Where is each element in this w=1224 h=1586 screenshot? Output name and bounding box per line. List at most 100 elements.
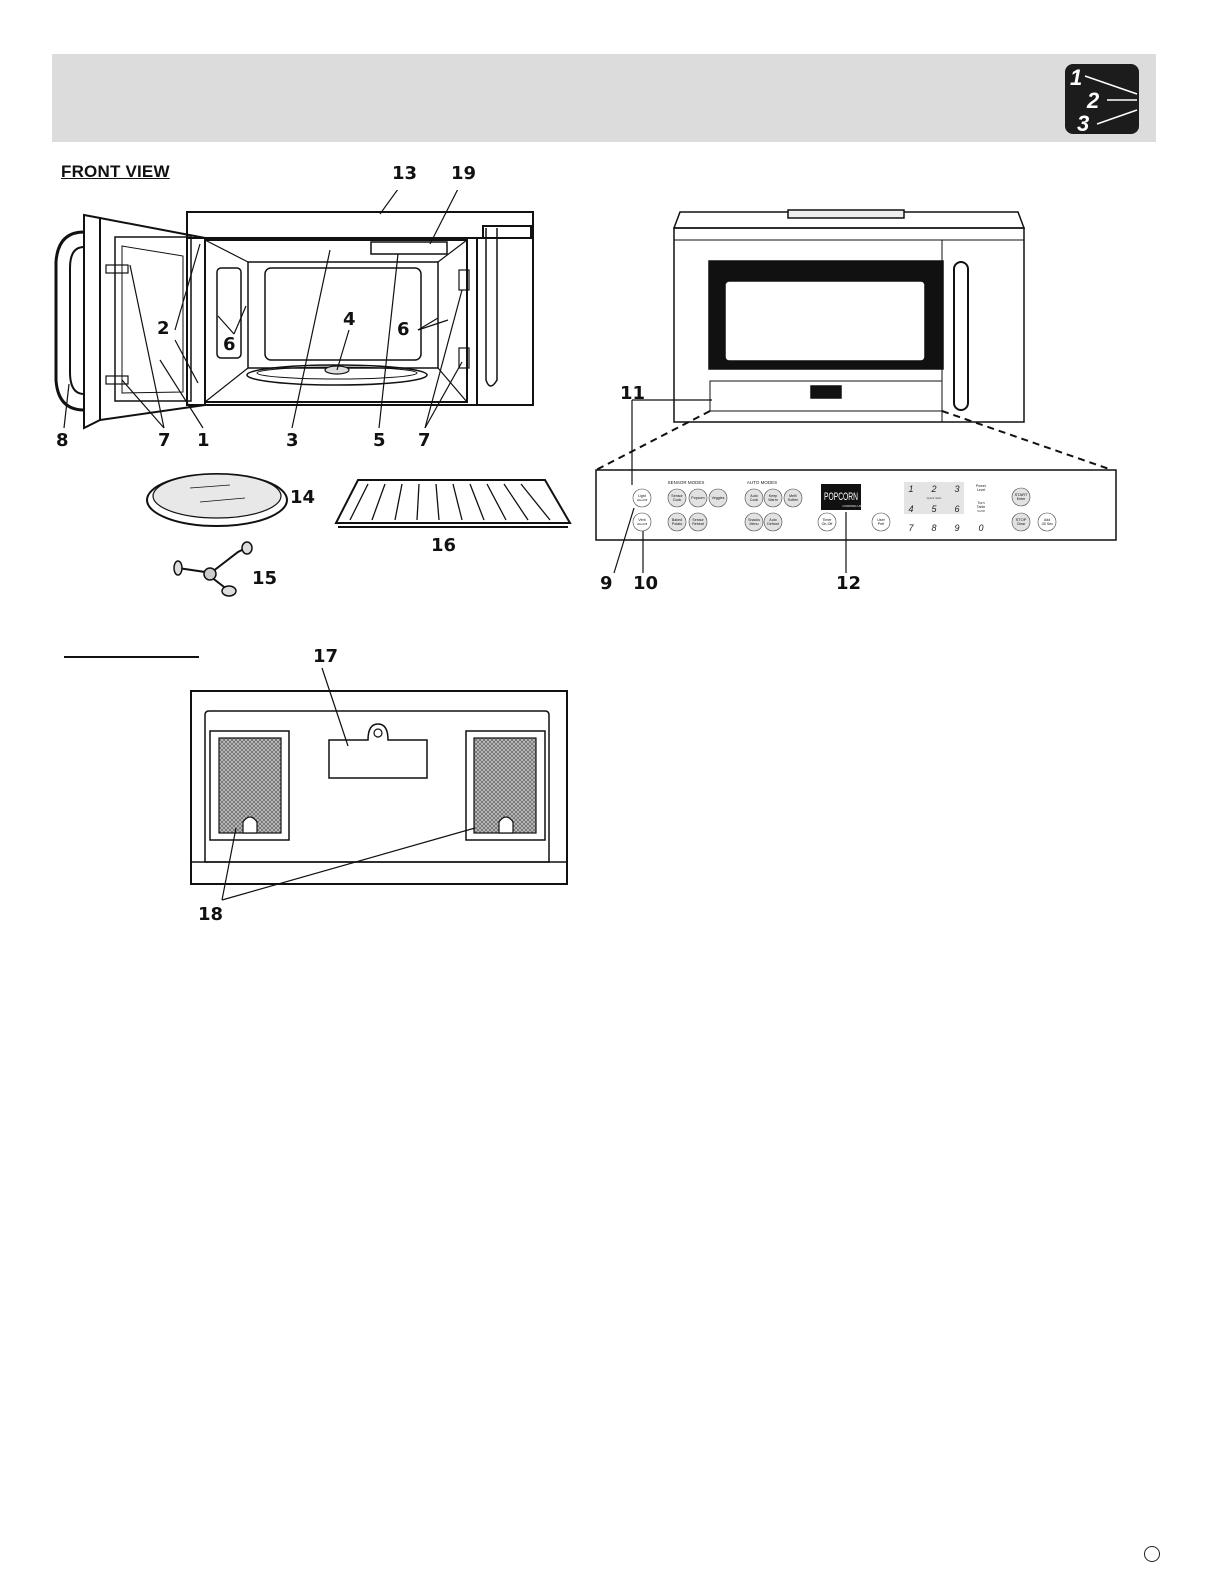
- snacks-menu-button[interactable]: [744, 512, 764, 532]
- svg-text::30 Sec: :30 Sec: [1041, 522, 1053, 526]
- svg-text:3: 3: [954, 484, 959, 494]
- svg-text:Potato: Potato: [672, 522, 682, 526]
- stop-button[interactable]: [1011, 512, 1031, 532]
- svg-text:2: 2: [930, 484, 936, 494]
- svg-text:Auto: Auto: [769, 518, 776, 522]
- svg-text:Soften: Soften: [788, 498, 798, 502]
- timer-button[interactable]: [817, 512, 837, 532]
- svg-text:Menu: Menu: [750, 522, 759, 526]
- svg-text:9: 9: [954, 523, 959, 533]
- page-marker-circle: [1144, 1546, 1160, 1562]
- callout-16: 16: [431, 535, 457, 556]
- callout-5: 5: [373, 430, 386, 451]
- auto-modes-label: AUTO MODES: [747, 480, 777, 485]
- svg-text:7: 7: [908, 523, 914, 533]
- melt-soften-button[interactable]: [783, 488, 803, 508]
- callout-1: 1: [197, 430, 210, 451]
- vent-button[interactable]: [632, 512, 652, 532]
- svg-text:User: User: [877, 518, 885, 522]
- start-button[interactable]: [1011, 487, 1031, 507]
- svg-text:Hi/Lo/Off: Hi/Lo/Off: [637, 498, 647, 502]
- svg-text:On/Off: On/Off: [977, 509, 985, 513]
- add30-button[interactable]: [1037, 512, 1057, 532]
- steps-123-icon: 1 2 3: [1065, 64, 1139, 134]
- callout-18: 18: [198, 904, 224, 925]
- accessories-drawing: [146, 473, 572, 597]
- svg-text:Auto: Auto: [750, 494, 757, 498]
- svg-text:Snacks: Snacks: [748, 518, 760, 522]
- header-banner: [52, 54, 1156, 142]
- svg-text:Pref: Pref: [878, 522, 885, 526]
- quick-start-note: Quick Start: [927, 496, 942, 500]
- svg-text:Clear: Clear: [1017, 522, 1026, 526]
- svg-text:Veggies: Veggies: [712, 496, 725, 500]
- microwave-open-drawing: [54, 190, 534, 430]
- callout-7b: 7: [418, 430, 431, 451]
- svg-text:STOP: STOP: [1016, 517, 1027, 522]
- bottom-view-title-underline: [64, 656, 199, 658]
- callout-10: 10: [633, 573, 659, 594]
- svg-text:Defrost: Defrost: [767, 522, 779, 526]
- svg-text:Hi/Lo/Off: Hi/Lo/Off: [637, 522, 647, 526]
- svg-text:Enter: Enter: [1017, 497, 1026, 501]
- step-digit-3: 3: [1077, 111, 1089, 134]
- keypad[interactable]: 1 2 3 4 5 6 7 8 9 0: [908, 484, 983, 533]
- svg-text:Popcorn: Popcorn: [691, 496, 704, 500]
- svg-text:Reheat: Reheat: [692, 522, 704, 526]
- microwave-closed-drawing: [595, 209, 1117, 574]
- auto-defrost-button[interactable]: [763, 512, 783, 532]
- step-digit-1: 1: [1070, 65, 1082, 90]
- bottom-view-drawing: [190, 667, 568, 901]
- callout-13: 13: [392, 163, 418, 184]
- svg-text:Table: Table: [977, 505, 986, 509]
- svg-text:START: START: [1015, 492, 1028, 497]
- callout-19: 19: [451, 163, 477, 184]
- callout-8: 8: [56, 430, 69, 451]
- turntable-label: Turn: [977, 501, 984, 505]
- display-subtext: COOKING UP: [842, 504, 861, 508]
- callout-4: 4: [343, 309, 356, 330]
- front-view-title: FRONT VIEW: [61, 162, 170, 181]
- display-text: POPCORN: [824, 491, 858, 503]
- svg-text:Vent: Vent: [638, 518, 645, 522]
- svg-text:1: 1: [908, 484, 913, 494]
- keep-warm-button[interactable]: [763, 488, 783, 508]
- callout-7a: 7: [158, 430, 171, 451]
- svg-text:Warm: Warm: [768, 498, 777, 502]
- callout-6a: 6: [223, 334, 236, 355]
- svg-text:6: 6: [954, 504, 959, 514]
- callout-12: 12: [836, 573, 862, 594]
- callout-15: 15: [252, 568, 278, 589]
- keypad-area: [904, 482, 964, 514]
- svg-text:Light: Light: [638, 494, 646, 498]
- callout-14: 14: [290, 487, 316, 508]
- callout-9: 9: [600, 573, 613, 594]
- svg-text:Baked: Baked: [672, 518, 682, 522]
- svg-text:4: 4: [908, 504, 913, 514]
- callout-2: 2: [157, 318, 170, 339]
- callout-17: 17: [313, 646, 339, 667]
- popcorn-button[interactable]: [688, 488, 708, 508]
- light-button[interactable]: [632, 488, 652, 508]
- svg-text:Cook: Cook: [750, 498, 759, 502]
- svg-text:5: 5: [931, 504, 937, 514]
- svg-text:Keep: Keep: [769, 494, 777, 498]
- user-pref-button[interactable]: [871, 512, 891, 532]
- svg-text:Sensor: Sensor: [692, 518, 704, 522]
- svg-text:Melt/: Melt/: [789, 494, 797, 498]
- sensor-cook-button[interactable]: [667, 488, 687, 508]
- veggies-button[interactable]: [708, 488, 728, 508]
- baked-potato-button[interactable]: [667, 512, 687, 532]
- callout-6b: 6: [397, 319, 410, 340]
- sensor-reheat-button[interactable]: [688, 512, 708, 532]
- svg-text:Level: Level: [977, 488, 986, 492]
- svg-text:0: 0: [978, 523, 983, 533]
- step-digit-2: 2: [1086, 88, 1100, 113]
- svg-text:Sensor: Sensor: [671, 494, 683, 498]
- auto-cook-button[interactable]: [744, 488, 764, 508]
- power-level-label: Power: [976, 484, 987, 488]
- display-screen: [821, 484, 861, 510]
- svg-text:On-Off: On-Off: [822, 522, 833, 526]
- svg-text:Cook: Cook: [673, 498, 682, 502]
